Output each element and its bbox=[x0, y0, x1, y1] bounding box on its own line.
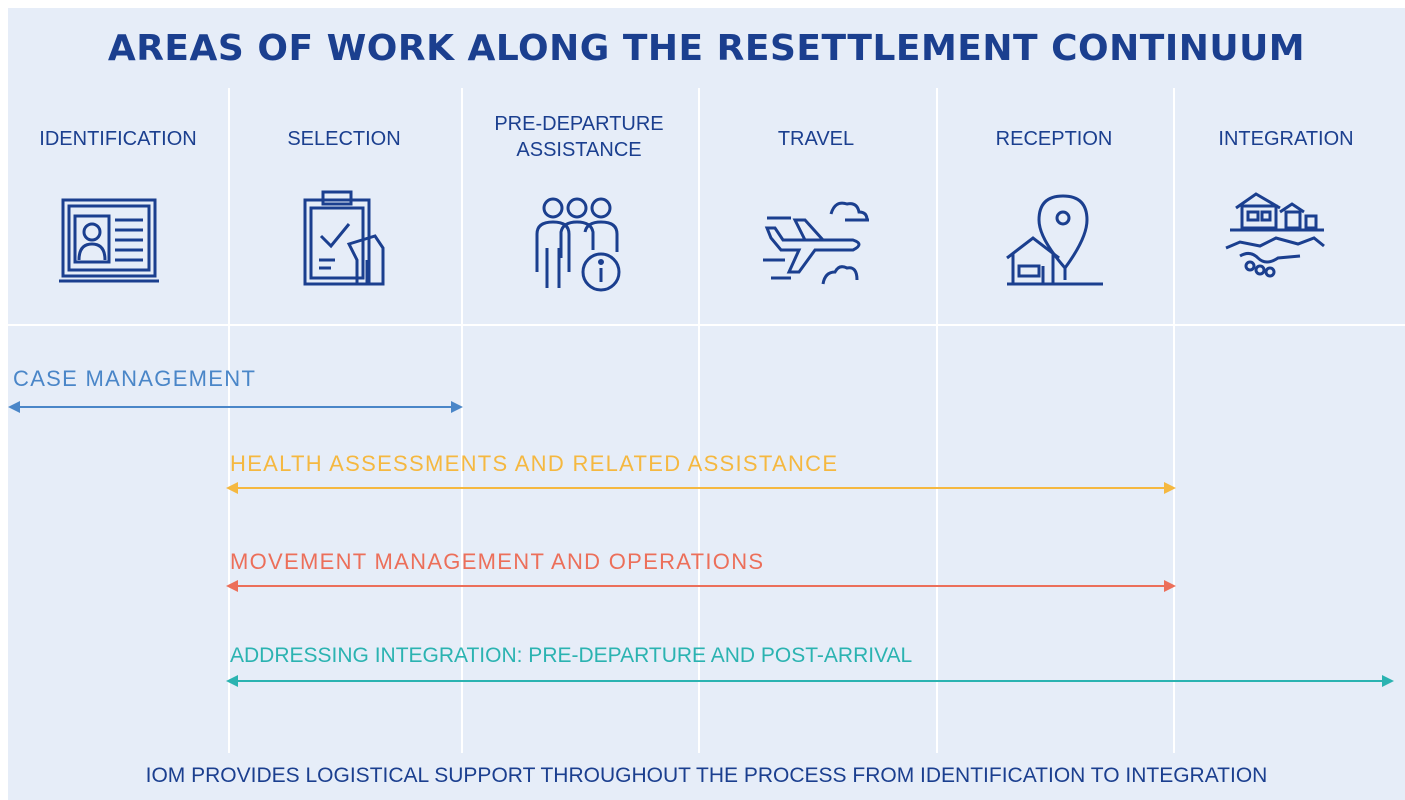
column-divider bbox=[698, 88, 700, 753]
id-card-icon bbox=[55, 186, 165, 296]
house-handshake-icon bbox=[1220, 186, 1330, 296]
track-arrow-integration bbox=[226, 674, 1394, 688]
stage-label-travel: TRAVEL bbox=[777, 128, 855, 150]
column-divider bbox=[936, 88, 938, 753]
people-info-icon bbox=[523, 188, 633, 298]
track-arrow-health bbox=[226, 481, 1176, 495]
stage-label-integration: INTEGRATION bbox=[1218, 128, 1354, 150]
track-arrow-movement bbox=[226, 579, 1176, 593]
house-location-pin-icon bbox=[1003, 188, 1113, 298]
track-label-movement: MOVEMENT MANAGEMENT AND OPERATIONS bbox=[230, 549, 765, 574]
column-divider bbox=[228, 88, 230, 753]
stage-label-reception: RECEPTION bbox=[995, 128, 1113, 150]
track-label-integration: ADDRESSING INTEGRATION: PRE-DEPARTURE AN… bbox=[230, 644, 913, 667]
track-label-case-management: CASE MANAGEMENT bbox=[13, 366, 257, 391]
stage-label-pre-departure: PRE-DEPARTURE ASSISTANCE bbox=[494, 113, 664, 161]
column-divider bbox=[461, 88, 463, 753]
airplane-icon bbox=[761, 188, 871, 298]
column-divider bbox=[1173, 88, 1175, 753]
stage-label-selection: SELECTION bbox=[287, 128, 401, 150]
clipboard-check-icon bbox=[291, 186, 401, 296]
diagram-canvas: AREAS OF WORK ALONG THE RESETTLEMENT CON… bbox=[8, 8, 1405, 800]
footer-note: IOM PROVIDES LOGISTICAL SUPPORT THROUGHO… bbox=[145, 764, 1268, 787]
diagram-title: AREAS OF WORK ALONG THE RESETTLEMENT CON… bbox=[107, 28, 1306, 69]
stage-label-identification: IDENTIFICATION bbox=[39, 128, 197, 150]
track-label-health: HEALTH ASSESSMENTS AND RELATED ASSISTANC… bbox=[230, 451, 839, 476]
section-divider bbox=[8, 324, 1405, 326]
track-arrow-case-management bbox=[8, 400, 463, 414]
